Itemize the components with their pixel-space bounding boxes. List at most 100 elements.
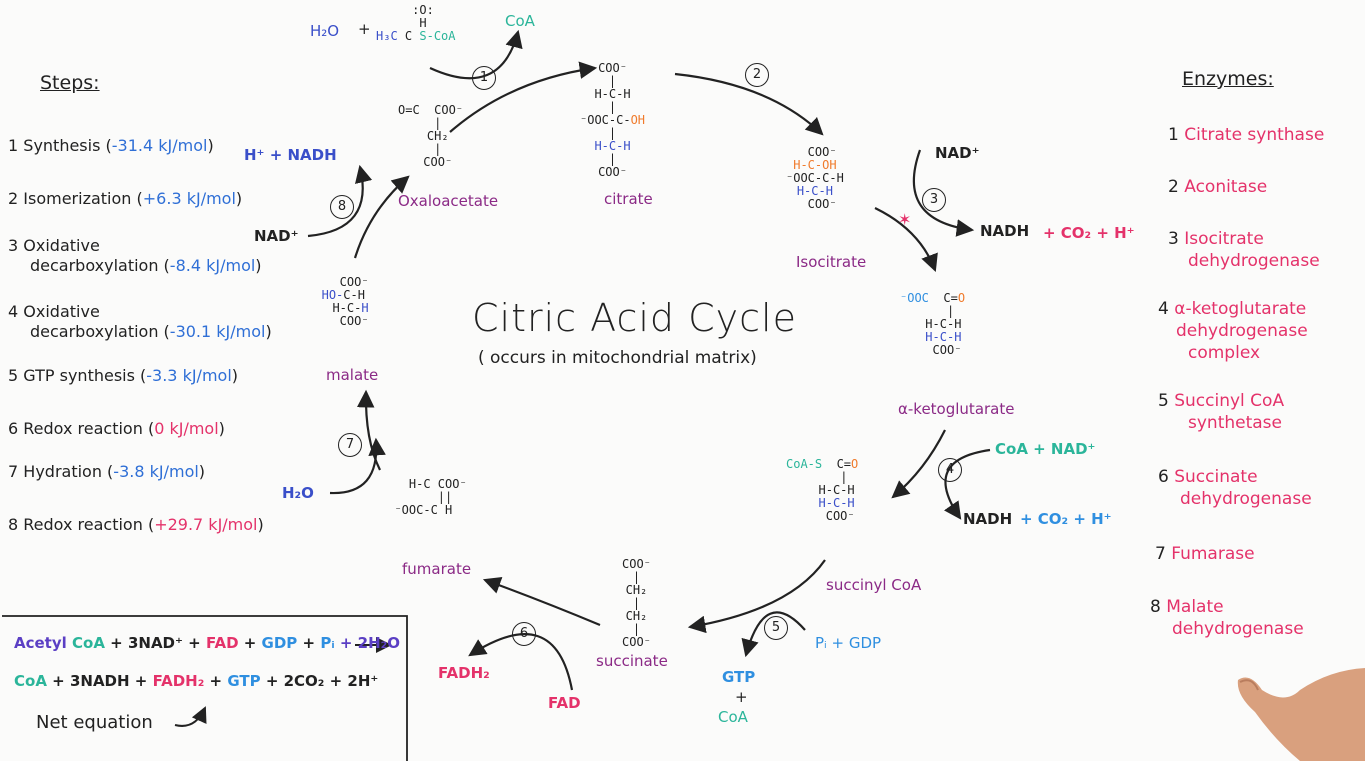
acetyl-coa-group: S-CoA bbox=[419, 29, 456, 43]
succinate-label: succinate bbox=[596, 652, 668, 670]
step-number: 4 bbox=[8, 302, 19, 321]
arrow-step-6 bbox=[482, 576, 601, 627]
enzyme-item-2: 2 Aconitase bbox=[1168, 176, 1267, 198]
step-energy: 0 kJ/mol bbox=[154, 419, 219, 438]
equation-term: FADH₂ bbox=[152, 672, 205, 690]
page-subtitle: ( occurs in mitochondrial matrix) bbox=[478, 348, 757, 368]
succinyl-structure: CoA-S C=O | H-C-H H-C-H COO⁻ bbox=[786, 457, 859, 523]
enzyme-item-4: 4 α-ketoglutarate dehydrogenase complex bbox=[1158, 298, 1308, 364]
equation-term: CoA bbox=[14, 672, 47, 690]
equation-term: Pᵢ bbox=[320, 634, 335, 652]
arrow-step-3-nad bbox=[912, 149, 975, 237]
step-number: 5 bbox=[8, 366, 19, 385]
enzyme-name-2: dehydrogenase bbox=[1180, 489, 1312, 509]
enzyme-name: Malate bbox=[1166, 597, 1224, 617]
enzyme-name: Isocitrate bbox=[1184, 229, 1264, 249]
fumarate-label: fumarate bbox=[402, 560, 472, 578]
step-name: Redox reaction bbox=[23, 515, 143, 534]
enzyme-number: 1 bbox=[1168, 125, 1179, 145]
nadh-product-3: NADH bbox=[980, 222, 1030, 240]
step-name: Isomerization bbox=[23, 189, 132, 208]
coa-product-5: CoA bbox=[718, 708, 748, 726]
h-nadh-product-8: H⁺ + NADH bbox=[244, 146, 337, 164]
enzyme-name: Citrate synthase bbox=[1184, 125, 1325, 145]
h2o-reactant-1: H₂O bbox=[310, 22, 340, 40]
oxaloacetate-label: Oxaloacetate bbox=[398, 192, 499, 210]
plus-sign: + bbox=[358, 20, 371, 38]
step-item-4: 4 Oxidative decarboxylation (-30.1 kJ/mo… bbox=[8, 302, 272, 341]
step-energy: -3.8 kJ/mol bbox=[113, 462, 199, 481]
net-equation-products: CoA + 3NADH + FADH₂ + GTP + 2CO₂ + 2H⁺ bbox=[14, 672, 378, 690]
step-badge-3: 3 bbox=[922, 188, 946, 212]
coa-product-1: CoA bbox=[505, 12, 535, 30]
step-item-5: 5 GTP synthesis (-3.3 kJ/mol) bbox=[8, 366, 239, 385]
enzyme-number: 3 bbox=[1168, 229, 1179, 249]
equation-term: GDP bbox=[261, 634, 298, 652]
step-name-2: decarboxylation bbox=[30, 256, 159, 275]
arrow-step-2 bbox=[674, 72, 824, 136]
equation-term: FAD bbox=[205, 634, 239, 652]
step-name: Hydration bbox=[23, 462, 102, 481]
step-number: 3 bbox=[8, 236, 19, 255]
arrow-step-7 bbox=[356, 389, 381, 471]
akg-structure: ⁻OOC C=O | H-C-H H-C-H COO⁻ bbox=[900, 291, 966, 357]
step-name: Oxidative bbox=[23, 302, 100, 321]
step-energy: -8.4 kJ/mol bbox=[169, 256, 256, 275]
step-number: 7 bbox=[8, 462, 19, 481]
arrow-step-5 bbox=[687, 559, 826, 634]
citrate-structure: COO⁻|H-C-H|⁻OOC-C-OH|H-C-H|COO⁻ bbox=[580, 61, 646, 179]
co2-product-4: + CO₂ + H⁺ bbox=[1020, 510, 1112, 528]
step-name: GTP synthesis bbox=[23, 366, 135, 385]
acetyl-methyl: H₃C bbox=[376, 29, 398, 43]
net-equation-label: Net equation bbox=[36, 712, 153, 733]
enzyme-name: Fumarase bbox=[1171, 544, 1255, 564]
enzyme-name: Succinate bbox=[1174, 467, 1258, 487]
step-badge-6: 6 bbox=[512, 622, 536, 646]
enzyme-name: Succinyl CoA bbox=[1174, 391, 1285, 411]
enzyme-item-8: 8 Malate dehydrogenase bbox=[1150, 596, 1304, 640]
pi-gdp-reactant: Pᵢ + GDP bbox=[815, 634, 882, 652]
nad-reactant-3: NAD⁺ bbox=[935, 144, 980, 162]
net-label-arrow bbox=[174, 706, 207, 727]
enzyme-item-1: 1 Citrate synthase bbox=[1168, 124, 1324, 146]
equation-term: + bbox=[238, 634, 262, 652]
enzyme-name-2: synthetase bbox=[1188, 413, 1282, 433]
step-badge-5: 5 bbox=[764, 616, 788, 640]
akg-label: α-ketoglutarate bbox=[898, 400, 1015, 418]
equation-term: + 3NAD⁺ + bbox=[104, 634, 206, 652]
step-number: 6 bbox=[8, 419, 19, 438]
enzyme-name-2: dehydrogenase bbox=[1172, 619, 1304, 639]
arrow-step-4 bbox=[891, 429, 946, 499]
arrow-step-3 bbox=[874, 207, 938, 273]
step-energy: -30.1 kJ/mol bbox=[169, 322, 266, 341]
equation-term: Acetyl bbox=[14, 634, 72, 652]
enzyme-name: α-ketoglutarate bbox=[1174, 299, 1307, 319]
step-energy: -31.4 kJ/mol bbox=[111, 136, 208, 155]
step-badge-4: 4 bbox=[938, 458, 962, 482]
equation-term: + 2CO₂ + 2H⁺ bbox=[260, 672, 379, 690]
gtp-plus-sign: + bbox=[735, 688, 748, 706]
arrow-step-5-gtp bbox=[741, 611, 806, 658]
step-badge-7: 7 bbox=[338, 433, 362, 457]
enzyme-name-2: dehydrogenase bbox=[1188, 251, 1320, 271]
arrow-step-8-nad bbox=[307, 164, 373, 238]
enzyme-item-7: 7 Fumarase bbox=[1155, 543, 1255, 565]
enzyme-number: 6 bbox=[1158, 467, 1169, 487]
succinate-structure: COO⁻|CH₂|CH₂|COO⁻ bbox=[622, 557, 651, 649]
enzyme-number: 5 bbox=[1158, 391, 1169, 411]
enzyme-name-2: dehydrogenase bbox=[1176, 321, 1308, 341]
enzyme-item-6: 6 Succinate dehydrogenase bbox=[1158, 466, 1312, 510]
equation-term: + 3NADH + bbox=[46, 672, 153, 690]
inhibition-mark: ✶ bbox=[898, 210, 911, 229]
enzyme-number: 4 bbox=[1158, 299, 1169, 319]
oxaloacetate-structure: O=C COO⁻ | CH₂ | COO⁻ bbox=[398, 103, 464, 169]
step-item-2: 2 Isomerization (+6.3 kJ/mol) bbox=[8, 189, 243, 208]
enzyme-number: 7 bbox=[1155, 544, 1166, 564]
enzyme-name: Aconitase bbox=[1184, 177, 1268, 197]
enzymes-heading: Enzymes: bbox=[1182, 68, 1274, 90]
h2o-reactant-7: H₂O bbox=[282, 484, 314, 502]
equation-term: + 2H₂O bbox=[334, 634, 400, 652]
